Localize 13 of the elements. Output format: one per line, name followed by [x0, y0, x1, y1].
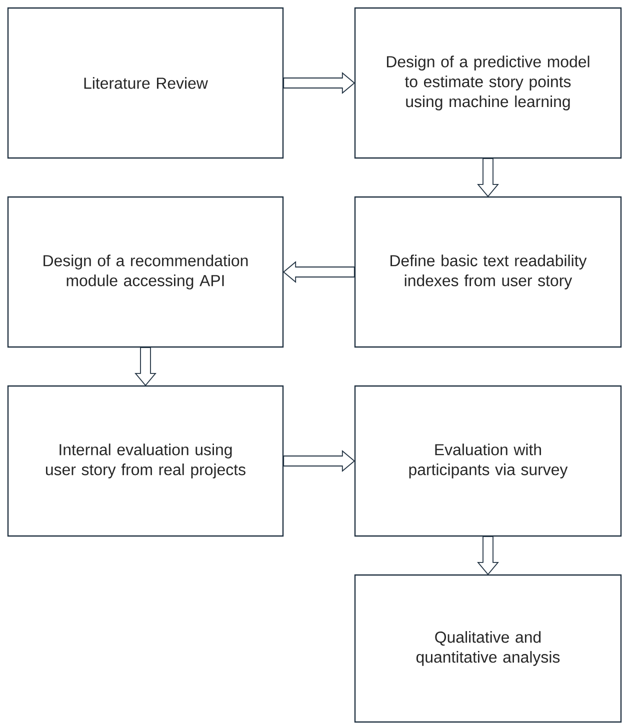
process-box: Define basic text readability indexes from user story [354, 196, 622, 348]
block-arrow [283, 72, 356, 94]
block-arrow [477, 158, 499, 198]
process-box: Design of a predictive model to estimate story points using machine learning [354, 7, 622, 159]
block-arrow [283, 450, 356, 472]
process-box: Internal evaluation using user story from real projects [7, 385, 284, 537]
block-arrow [282, 261, 355, 283]
process-box: Evaluation with participants via survey [354, 385, 622, 537]
process-box: Design of a recommendation module accessing API [7, 196, 284, 348]
block-arrow [477, 536, 499, 576]
process-box: Qualitative and quantitative analysis [354, 574, 622, 723]
process-box: Literature Review [7, 7, 284, 159]
block-arrow [134, 347, 156, 386]
